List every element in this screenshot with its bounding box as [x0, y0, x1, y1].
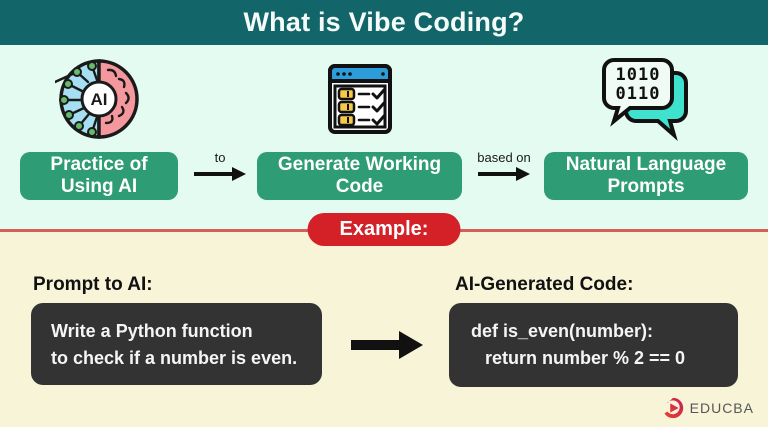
educba-logo-icon [664, 397, 683, 419]
code-heading: AI-Generated Code: [455, 274, 634, 295]
educba-logo: EDUCBA [661, 396, 754, 420]
educba-logo-text: EDUCBA [689, 400, 754, 416]
right-arrow-icon [478, 167, 530, 181]
big-right-arrow-icon [351, 331, 423, 359]
connector-label: to [214, 150, 226, 165]
brain-icon-label: AI [91, 90, 108, 109]
ai-brain-icon: AI [53, 55, 143, 148]
connector-label: based on [477, 150, 531, 165]
prompt-box: Write a Python function to check if a nu… [31, 303, 322, 385]
example-badge: Example: [307, 213, 461, 246]
prompt-heading: Prompt to AI: [33, 274, 153, 295]
step-practice-of-using-ai: Practice of Using AI [20, 152, 178, 200]
step-generate-working-code: Generate Working Code [257, 152, 462, 200]
prompt-line: to check if a number is even. [51, 348, 298, 368]
header-bar: What is Vibe Coding? [0, 0, 768, 45]
binary-row-1: 1010 [616, 65, 661, 85]
flow-section: AI [0, 45, 768, 232]
example-section: Prompt to AI: Write a Python function to… [0, 232, 768, 427]
connector-to: to [190, 150, 250, 186]
connector-based-on: based on [474, 150, 534, 186]
binary-row-2: 0110 [616, 84, 661, 104]
right-arrow-icon [194, 167, 246, 181]
code-line: return number % 2 == 0 [485, 348, 686, 368]
page-title: What is Vibe Coding? [243, 7, 525, 37]
binary-chat-icon: 1010 0110 [598, 55, 692, 146]
code-line: def is_even(number): [471, 321, 654, 341]
checklist-window-icon [320, 59, 400, 144]
step-natural-language-prompts: Natural Language Prompts [544, 152, 748, 200]
code-box: def is_even(number): return number % 2 =… [449, 303, 738, 387]
prompt-line: Write a Python function [51, 321, 253, 341]
